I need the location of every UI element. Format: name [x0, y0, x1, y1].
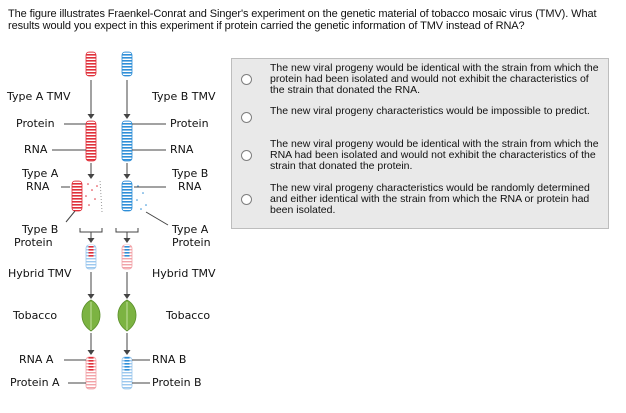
label-right-type-protein-2: Protein	[172, 236, 211, 249]
type-a-rna-separated-icon	[71, 180, 83, 212]
type-b-rna-separated-icon	[121, 180, 133, 212]
answer-option-text: The new viral progeny characteristics wo…	[270, 105, 590, 117]
right-column	[115, 51, 169, 390]
label-left-tobacco: Tobacco	[13, 309, 58, 322]
answer-option-text: The new viral progeny would be identical…	[270, 62, 599, 96]
label-right-rna: RNA	[170, 143, 194, 156]
label-right-type-rna-1: Type B	[172, 167, 209, 180]
radio-button[interactable]	[241, 112, 252, 123]
label-right-progeny-protein: Protein B	[152, 376, 202, 389]
label-left-protein: Protein	[16, 117, 55, 130]
label-left-progeny-rna: RNA A	[19, 353, 54, 366]
type-b-protein-rna-icon	[121, 120, 133, 162]
left-column	[52, 51, 103, 390]
type-a-tmv-virion-icon	[85, 51, 97, 77]
label-right-progeny-rna: RNA B	[152, 353, 187, 366]
label-left-type-protein-1: Type B	[22, 223, 59, 236]
label-right-type-rna-2: RNA	[178, 180, 202, 193]
label-left-type-rna-2: RNA	[26, 180, 50, 193]
type-a-protein-rna-icon	[85, 120, 97, 162]
answer-option-text: The new viral progeny would be identical…	[270, 138, 599, 172]
label-left-type-protein-2: Protein	[14, 236, 53, 249]
type-b-tmv-virion-icon	[121, 51, 133, 77]
figure-graphics	[52, 51, 169, 390]
radio-button[interactable]	[241, 150, 252, 161]
label-left-hybrid: Hybrid TMV	[8, 267, 72, 280]
label-right-tobacco: Tobacco	[166, 309, 211, 322]
label-right-type-protein-1: Type A	[172, 223, 209, 236]
label-left-rna: RNA	[24, 143, 48, 156]
answer-option-text: The new viral progeny characteristics wo…	[270, 182, 590, 216]
experiment-figure: Type A TMV Protein RNA Type A RNA Type B…	[0, 0, 232, 413]
question-text: The figure illustrates Fraenkel-Conrat a…	[8, 8, 597, 32]
label-left-type-rna-1: Type A	[22, 167, 59, 180]
label-left-progeny-protein: Protein A	[10, 376, 60, 389]
label-type-b-tmv: Type B TMV	[152, 90, 216, 103]
label-right-hybrid: Hybrid TMV	[152, 267, 216, 280]
answer-options-panel: The new viral progeny would be identical…	[231, 58, 609, 229]
label-type-a-tmv: Type A TMV	[7, 90, 71, 103]
label-right-protein: Protein	[170, 117, 209, 130]
radio-button[interactable]	[241, 74, 252, 85]
radio-button[interactable]	[241, 194, 252, 205]
